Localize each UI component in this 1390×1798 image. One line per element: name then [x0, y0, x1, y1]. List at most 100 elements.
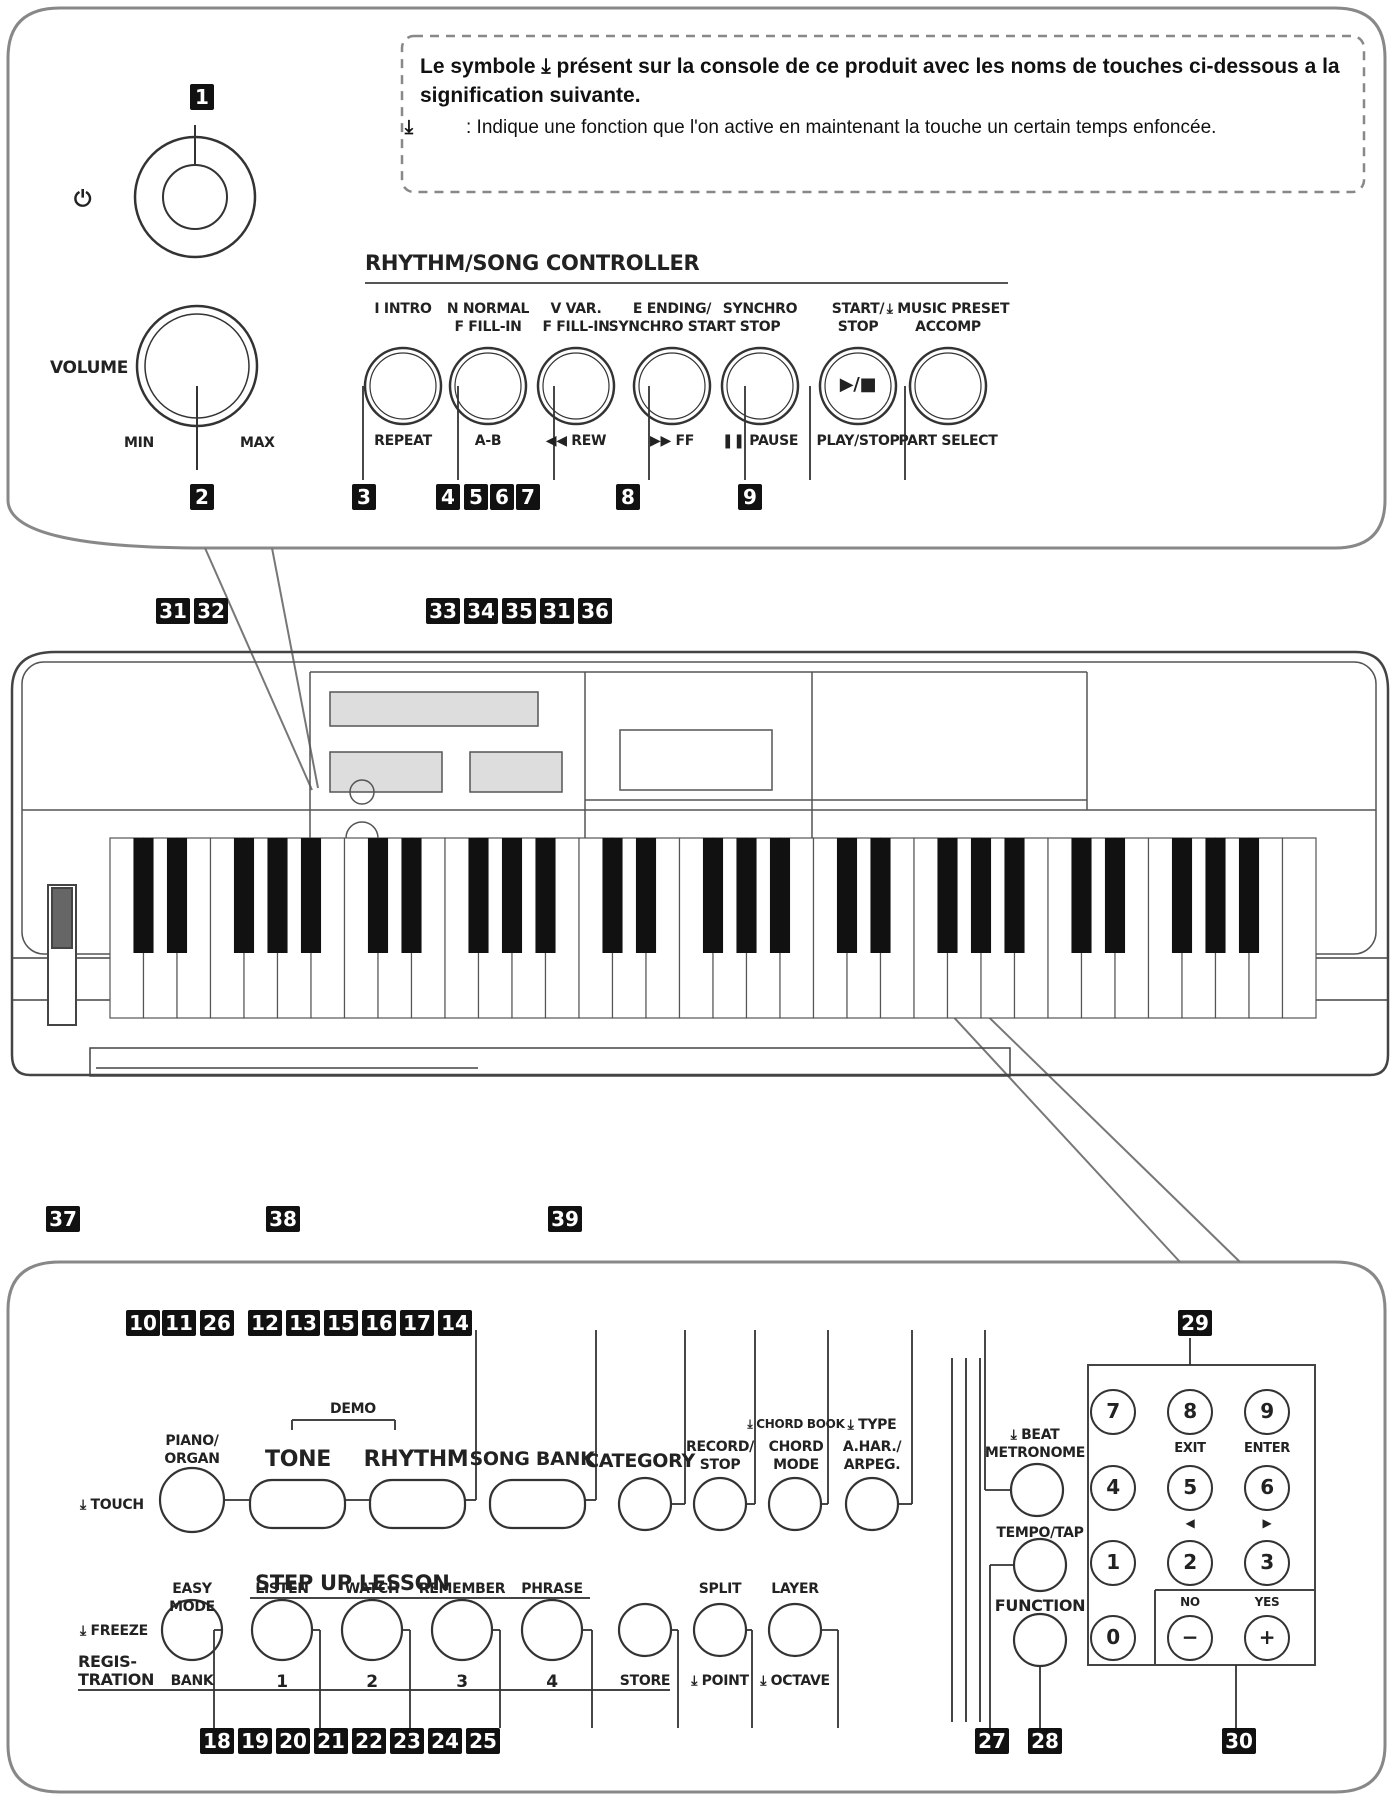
left-arrow-icon: ◀: [1185, 1516, 1195, 1530]
row2-label-bottom: ⤓ OCTAVE: [760, 1673, 830, 1689]
keypad-key: [1167, 1615, 1213, 1661]
controller-label-bottom: PLAY/STOP: [816, 433, 900, 449]
controller-button: [363, 346, 443, 426]
row2-label-top2: MODE: [169, 1599, 215, 1615]
callout-6: 6: [490, 484, 514, 510]
callout-12: 12: [248, 1310, 282, 1336]
controller-button-ring: [454, 352, 522, 420]
touch-label: ⤓ TOUCH: [80, 1497, 144, 1513]
callout-27: 27: [975, 1728, 1009, 1754]
keypad-key: [1090, 1540, 1136, 1586]
black-key: [1171, 838, 1193, 953]
top-panel-outline: [6, 6, 1387, 550]
piano-organ-label: PIANO/: [165, 1433, 219, 1449]
keypad-digit-8: 8: [1183, 1399, 1197, 1423]
row2-label-bottom: BANK: [170, 1673, 214, 1689]
black-key: [736, 838, 757, 953]
keypad-digit-7: 7: [1106, 1399, 1120, 1423]
split-button: [692, 1602, 748, 1658]
play-stop-icon: ▶/■: [839, 374, 877, 395]
callout-34: 34: [464, 598, 498, 624]
chord-book-label: ⤓ CHORD BOOK: [747, 1417, 845, 1431]
aharp-arpeg-button: [844, 1476, 900, 1532]
keypad-key: [1244, 1540, 1290, 1586]
callout-18: 18: [200, 1728, 234, 1754]
black-key: [870, 838, 891, 953]
keypad-digit-3: 3: [1260, 1550, 1274, 1574]
right-arrow-icon: ▶: [1262, 1516, 1272, 1530]
tempo-tap-button: [1012, 1537, 1068, 1593]
keypad-key: [1167, 1465, 1213, 1511]
note-line-2: : Indique une fonction que l'on active e…: [466, 117, 1217, 138]
controller-button-ring: [824, 352, 892, 420]
controller-button: [908, 346, 988, 426]
callout-17: 17: [400, 1310, 434, 1336]
controller-button-ring: [542, 352, 610, 420]
callout-28: 28: [1028, 1728, 1062, 1754]
arpeg-label: ARPEG.: [843, 1457, 901, 1473]
black-key: [1104, 838, 1126, 953]
chord-mode-label: CHORD: [768, 1439, 824, 1455]
callout-39: 39: [548, 1206, 582, 1232]
key-label-strip: [89, 1047, 1011, 1077]
callout-32: 32: [194, 598, 228, 624]
keypad-key: [1167, 1540, 1213, 1586]
keypad-digit-6: 6: [1260, 1475, 1274, 1499]
black-key: [836, 838, 858, 953]
record-label: RECORD/: [686, 1439, 754, 1455]
callout-24: 24: [428, 1728, 462, 1754]
exit-label: EXIT: [1174, 1441, 1206, 1456]
callout-15: 15: [324, 1310, 358, 1336]
tempo-tap-label: TEMPO/TAP: [996, 1525, 1084, 1541]
listen-button: [250, 1598, 314, 1662]
controller-label-bottom: ▶▶ FF: [649, 433, 695, 449]
volume-min-label: MIN: [124, 435, 154, 451]
piano-keys: [109, 837, 1317, 1019]
callout-16: 16: [362, 1310, 396, 1336]
row2-label-top: EASY: [172, 1581, 212, 1597]
step-up-lesson-title: STEP UP LESSON: [255, 1571, 450, 1595]
type-label: ⤓ TYPE: [847, 1417, 897, 1433]
volume-label: VOLUME: [50, 358, 129, 378]
keypad-digit-5: 5: [1183, 1475, 1197, 1499]
keypad-key: [1244, 1389, 1290, 1435]
callout-38: 38: [266, 1206, 300, 1232]
metronome-button: [1009, 1462, 1065, 1518]
controller-label-top: V VAR.: [550, 301, 602, 317]
callout-37: 37: [46, 1206, 80, 1232]
black-key: [970, 838, 992, 953]
callout-23: 23: [390, 1728, 424, 1754]
row2-label-top: REMEMBER: [418, 1581, 506, 1597]
keypad-key: [1090, 1465, 1136, 1511]
controller-title: RHYTHM/SONG CONTROLLER: [365, 251, 700, 275]
category-label: CATEGORY: [585, 1450, 695, 1472]
keypad-digit-−: −: [1181, 1625, 1199, 1649]
enter-label: ENTER: [1243, 1441, 1291, 1456]
controller-label-top2: F FILL-IN: [454, 319, 522, 335]
controller-label-top: SYNCHRO: [722, 301, 798, 317]
piano-organ-button: [158, 1466, 226, 1534]
piano-organ-label-2: ORGAN: [164, 1451, 220, 1467]
white-key: [1281, 837, 1317, 1019]
layer-button: [767, 1602, 823, 1658]
black-key: [937, 838, 958, 953]
function-button: [1012, 1612, 1068, 1668]
callout-35: 35: [502, 598, 536, 624]
callout-13: 13: [286, 1310, 320, 1336]
keypad-key: [1167, 1389, 1213, 1435]
callout-10: 10: [126, 1310, 160, 1336]
black-key: [1205, 838, 1226, 953]
row2-label-top: LAYER: [771, 1581, 819, 1597]
keypad-key: [1090, 1389, 1136, 1435]
demo-label: DEMO: [330, 1401, 376, 1417]
black-key: [401, 838, 422, 953]
row2-label-bottom: STORE: [619, 1673, 671, 1689]
controller-label-bottom: ◀◀ REW: [545, 433, 607, 449]
callout-20: 20: [276, 1728, 310, 1754]
callout-5: 5: [464, 484, 488, 510]
hold-icon: ⤓: [404, 117, 414, 138]
phrase-button: [520, 1598, 584, 1662]
callout-1: 1: [190, 84, 214, 110]
